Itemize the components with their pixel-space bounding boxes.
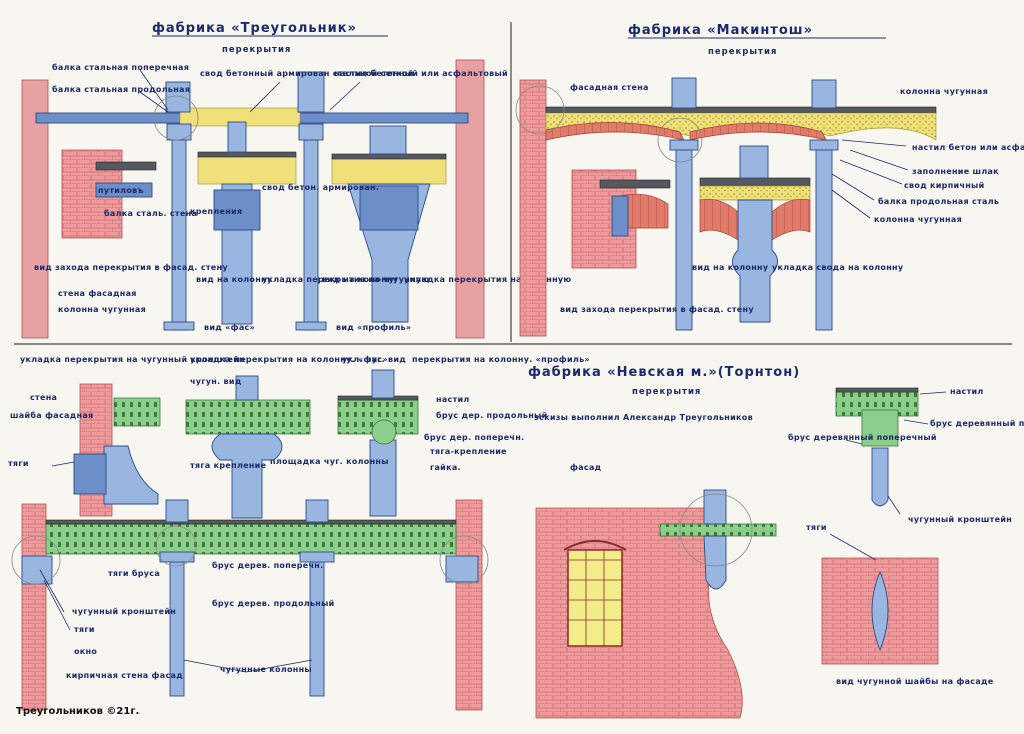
p4-label-decking: настил: [950, 387, 984, 396]
p3-label-cast-view: чугун. вид: [190, 377, 242, 386]
nevskaya-bracket-small: [703, 535, 727, 590]
label-laying-2: укладка перекрытия на чугунную: [404, 275, 572, 284]
p3-label-laying-fas: укладка перекрытия на колонну. «фас»: [190, 355, 388, 364]
p3-label-wall: стена: [30, 393, 57, 402]
facade-window: [567, 549, 623, 647]
mk-label-brick-vault: свод кирпичный: [904, 181, 985, 190]
mk-label-decking: настил бетон или асфальт: [912, 142, 1024, 152]
label-view-column: вид на колонну: [196, 275, 273, 284]
fas-column-detail: [211, 433, 283, 519]
mk-label-view-wall: вид захода перекрытия в фасад. стену: [560, 305, 754, 314]
mk-label-facade-wall: фасадная стена: [570, 83, 649, 92]
p3-label-beam-long: брус дерев. продольный: [212, 598, 335, 608]
panel2-title: фабрика «Макинтош»: [628, 23, 813, 38]
p3-label-rods-beam: тяги бруса: [108, 568, 160, 578]
p3-label-beam-wood-cross: брус дер. поперечн.: [424, 432, 524, 442]
nevskaya-cast-bracket: [871, 447, 889, 507]
label-decking: настил бетонный или асфальтовый: [334, 68, 508, 78]
p3-label-rods-2: тяги: [74, 625, 95, 634]
panel4-facade: фасад: [570, 463, 602, 472]
label-beam-wall: балка сталь. стена: [104, 208, 197, 218]
p3-label-rod-fastening: тяга крепление: [190, 461, 267, 470]
label-putilov: путиловъ: [98, 186, 144, 195]
p3-label-cast-columns: чугунные колонны: [220, 665, 312, 674]
panel2-subtitle: перекрытия: [708, 47, 777, 57]
p4-label-beam-long: брус деревянный продольный: [930, 418, 1024, 428]
mk-label-view-column: вид на колонну: [692, 263, 769, 272]
p3-column-2: [309, 559, 325, 697]
label-view-fas: вид «фас»: [204, 323, 255, 332]
label-vault-concrete: свод бетон. армирован.: [262, 182, 379, 192]
p3-label-nut: гайка.: [430, 463, 461, 472]
panel-nevskaya: фабрика «Невская м.»(Торнтон) перекрытия…: [528, 365, 1024, 719]
p3-label-laying-profile-a: укл. чуг. вид: [342, 355, 406, 364]
p3-label-washer: шайба фасадная: [10, 410, 93, 420]
signature: Треугольников ©21г.: [16, 706, 139, 717]
label-vault: свод бетонный армирован стальной сеткой: [200, 68, 414, 78]
mk-label-cast-column: колонна чугунная: [874, 215, 962, 224]
mk-column-detail: [732, 199, 778, 323]
bracket-detail: [103, 445, 159, 505]
panel-treugolnik: фабрика «Треугольник» перекрытия: [21, 21, 572, 339]
p3-label-beam-wood-long: брус дер. продольный: [436, 410, 547, 420]
p3-label-brick-wall: кирпичная стена фасад: [66, 671, 183, 680]
p3-label-laying-bracket: укладка перекрытия на чугунный кронштейн: [20, 355, 245, 364]
p3-label-rods: тяги: [8, 459, 29, 468]
p3-label-cast-bracket: чугунный кронштейн: [72, 607, 176, 616]
label-beam-longitudinal: балка стальная продольная: [52, 84, 190, 94]
label-fastening: крепления: [190, 207, 242, 216]
label-view-profile: вид «профиль»: [336, 323, 411, 332]
mk-column-1: [675, 149, 693, 331]
p4-label-rods: тяги: [806, 523, 827, 532]
mk-column-2: [815, 149, 833, 331]
p3-label-laying-profile-b: перекрытия на колонну. «профиль»: [412, 355, 590, 364]
panel4-sketches: эскизы выполнил Александр Треугольников: [534, 413, 753, 422]
mk-label-laying: укладка свода на колонну: [772, 263, 904, 272]
cast-washer-icon: [871, 570, 889, 652]
label-view-column-2: вид на колонну: [322, 275, 399, 284]
mk-label-cast-column-top: колонна чугунная: [900, 87, 988, 96]
mk-label-beam: балка продольная сталь: [878, 196, 999, 206]
wood-joist-floor: [45, 523, 457, 555]
label-laying: укладка перекрытия на чугунную: [262, 275, 430, 284]
p3-label-column-platform: площадка чуг. колонны: [270, 457, 389, 466]
panel-makintosh: фабрика «Макинтош» перекрытия фасадная с…: [515, 23, 1024, 337]
cast-column-2: [303, 139, 319, 331]
panel4-subtitle: перекрытия: [632, 387, 701, 397]
mk-label-fill: заполнение шлак: [912, 167, 999, 176]
p4-label-washer-view: вид чугунной шайбы на фасаде: [836, 676, 994, 686]
p4-label-beam-cross: брус деревянный поперечный: [788, 432, 937, 442]
p3-label-decking: настил: [436, 395, 470, 404]
p3-label-window: окно: [74, 647, 97, 656]
p3-label-rod-fastening-2: тяга-крепление: [430, 447, 507, 456]
panel-wood-floor: укладка перекрытия на чугунный кронштейн…: [8, 355, 590, 711]
label-view-wall: вид захода перекрытия в фасад. стену: [34, 263, 228, 272]
facade-wall-right: [455, 59, 485, 339]
panel4-title: фабрика «Невская м.»(Торнтон): [528, 365, 800, 380]
p3-label-beam-cross: брус дерев. поперечн.: [212, 560, 323, 570]
profile-column-detail: [369, 439, 397, 517]
cast-column-1: [171, 139, 187, 331]
label-cast-column: колонна чугунная: [58, 305, 146, 314]
p4-label-cast-bracket: чугунный кронштейн: [908, 515, 1012, 524]
panel1-title: фабрика «Треугольник»: [152, 21, 357, 36]
panel1-subtitle: перекрытия: [222, 45, 291, 55]
label-beam-transverse: балка стальная поперечная: [52, 62, 189, 72]
label-facade-wall: стена фасадная: [58, 289, 137, 298]
facade-wall-mk: [519, 79, 547, 337]
